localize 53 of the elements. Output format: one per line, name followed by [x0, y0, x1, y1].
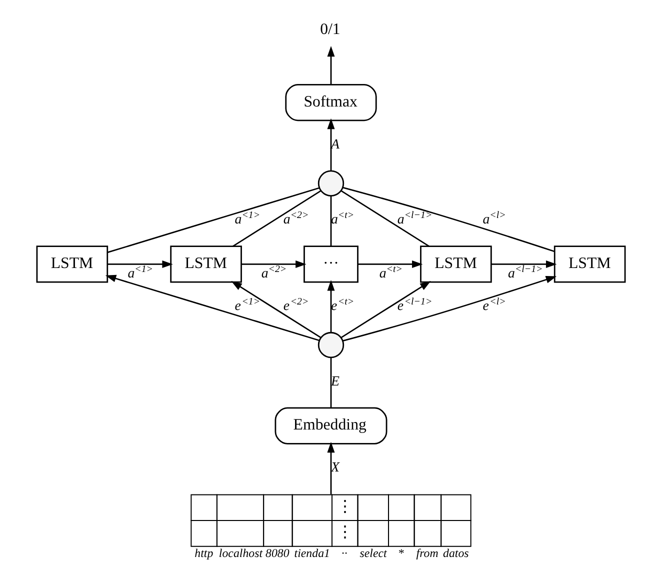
edge-label: a$^{<l>}$: [482, 210, 506, 228]
node-label: datos: [442, 546, 468, 560]
edge-label: a$^{<2>}$: [260, 264, 286, 282]
edge-label: e$^{<l−1>}$: [396, 296, 432, 314]
node-text: 0/1: [320, 20, 340, 38]
node-label: from: [416, 546, 438, 560]
edge-label: a$^{<1>}$: [234, 210, 260, 228]
edge-label: a$^{<l−1>}$: [508, 264, 542, 282]
node-label: ··: [340, 546, 347, 560]
node-box: Embedding: [274, 407, 387, 444]
node-label: tienda1: [294, 546, 330, 560]
arrow: [104, 274, 320, 342]
edge-label: E: [330, 374, 339, 390]
arrow: [326, 118, 334, 171]
node-label: select: [359, 546, 386, 560]
connector: [342, 186, 554, 252]
edge-label: a$^{<l−1>}$: [396, 210, 432, 228]
connector: [232, 190, 321, 247]
arrow: [326, 442, 334, 494]
arrow: [241, 260, 306, 268]
node-label: 8080: [265, 546, 289, 560]
arrow: [107, 260, 172, 268]
node-box: LSTM: [36, 246, 108, 283]
edge-label: a$^{<t>}$: [378, 264, 402, 282]
edge-label: X: [330, 460, 339, 476]
node-box: LSTM: [170, 246, 242, 283]
connector: [330, 357, 332, 408]
edge-label: e$^{<1>}$: [234, 296, 260, 314]
arrow: [357, 260, 422, 268]
node-label: *: [397, 546, 404, 560]
node-box: LSTM: [553, 246, 626, 283]
connector: [330, 196, 332, 246]
node-box: ···: [303, 246, 358, 283]
edge-label: e$^{<2>}$: [282, 296, 308, 314]
arrow: [340, 281, 430, 338]
edge-label: a$^{<2>}$: [282, 210, 308, 228]
node-box: LSTM: [420, 246, 492, 283]
arrow: [326, 46, 334, 85]
connector: [340, 190, 430, 247]
node-circle: [317, 170, 344, 196]
edge-label: e$^{<t>}$: [330, 296, 354, 314]
arrow: [326, 280, 334, 332]
connector: [106, 187, 320, 254]
edge-label: e$^{<l>}$: [482, 296, 506, 314]
node-box: Softmax: [284, 84, 376, 122]
arrow: [230, 281, 321, 338]
node-label: localhost: [218, 546, 262, 560]
edge-label: a$^{<1>}$: [127, 264, 152, 282]
arrow: [490, 260, 556, 268]
node-circle: [317, 332, 344, 358]
edge-label: a$^{<t>}$: [330, 210, 354, 228]
arrow: [342, 276, 556, 342]
node-label: http: [194, 546, 213, 560]
